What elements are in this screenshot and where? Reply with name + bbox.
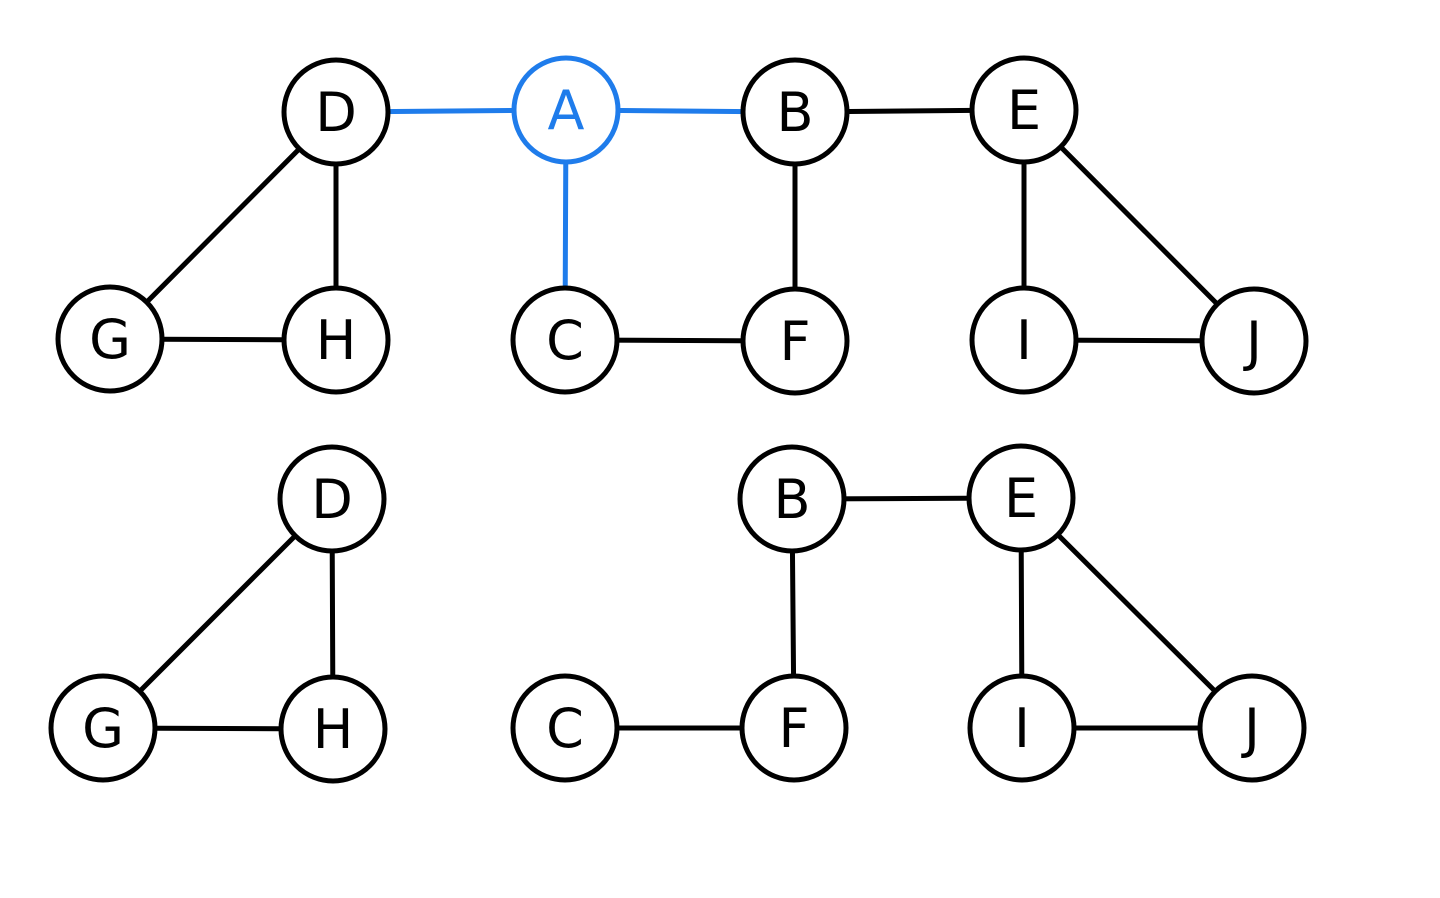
node-label-E: E [1007,79,1041,142]
node-label-D: D [311,468,353,531]
node-graph-top-with-A-H: H [281,285,391,395]
node-label-G: G [82,697,124,760]
node-graph-top-with-A-J: J [1199,286,1309,396]
graph-top-with-A: D A B E G H C F I J [55,55,1309,396]
node-label-B: B [773,468,810,531]
node-graph-bottom-without-A-F: F [739,673,849,783]
node-graph-top-with-A-I: I [969,285,1079,395]
node-label-I: I [1016,309,1032,372]
node-graph-bottom-without-A-C: C [510,673,620,783]
node-graph-bottom-without-A-D: D [277,444,387,554]
node-circle-E [969,55,1079,165]
node-circle-G [48,673,158,783]
node-circle-F [740,286,850,396]
node-circle-D [281,57,391,167]
node-graph-top-with-A-C: C [510,285,620,395]
node-circle-B [737,444,847,554]
node-label-H: H [316,309,357,372]
node-label-F: F [778,697,809,760]
node-graph-bottom-without-A-G: G [48,673,158,783]
node-circle-J [1199,286,1309,396]
node-label-C: C [546,697,584,760]
node-circle-B [740,57,850,167]
node-circle-F [739,673,849,783]
node-graph-bottom-without-A-B: B [737,444,847,554]
node-graph-bottom-without-A-I: I [967,673,1077,783]
node-label-F: F [779,310,810,373]
node-label-I: I [1014,697,1030,760]
node-graph-bottom-without-A-J: J [1197,673,1307,783]
node-graph-top-with-A-E: E [969,55,1079,165]
node-graph-top-with-A-F: F [740,286,850,396]
node-circle-G [55,284,165,394]
node-circle-H [281,285,391,395]
node-circle-E [966,443,1076,553]
node-circle-H [278,674,388,784]
node-circle-D [277,444,387,554]
node-circle-A [511,55,621,165]
node-circle-C [510,673,620,783]
node-circle-C [510,285,620,395]
node-label-B: B [776,81,813,144]
node-label-J: J [1241,697,1260,760]
node-graph-bottom-without-A-E: E [966,443,1076,553]
node-label-A: A [548,79,585,142]
node-circle-J [1197,673,1307,783]
node-label-C: C [546,309,584,372]
node-graph-top-with-A-B: B [740,57,850,167]
node-label-H: H [313,698,354,761]
node-circle-I [967,673,1077,783]
node-label-J: J [1243,310,1262,373]
node-circle-I [969,285,1079,395]
graph-bottom-without-A: D B E G H C F I J [48,443,1307,784]
node-label-D: D [315,81,357,144]
node-label-E: E [1004,467,1038,530]
node-label-G: G [89,308,131,371]
node-graph-top-with-A-D: D [281,57,391,167]
node-graph-top-with-A-A: A [511,55,621,165]
node-graph-top-with-A-G: G [55,284,165,394]
node-graph-bottom-without-A-H: H [278,674,388,784]
